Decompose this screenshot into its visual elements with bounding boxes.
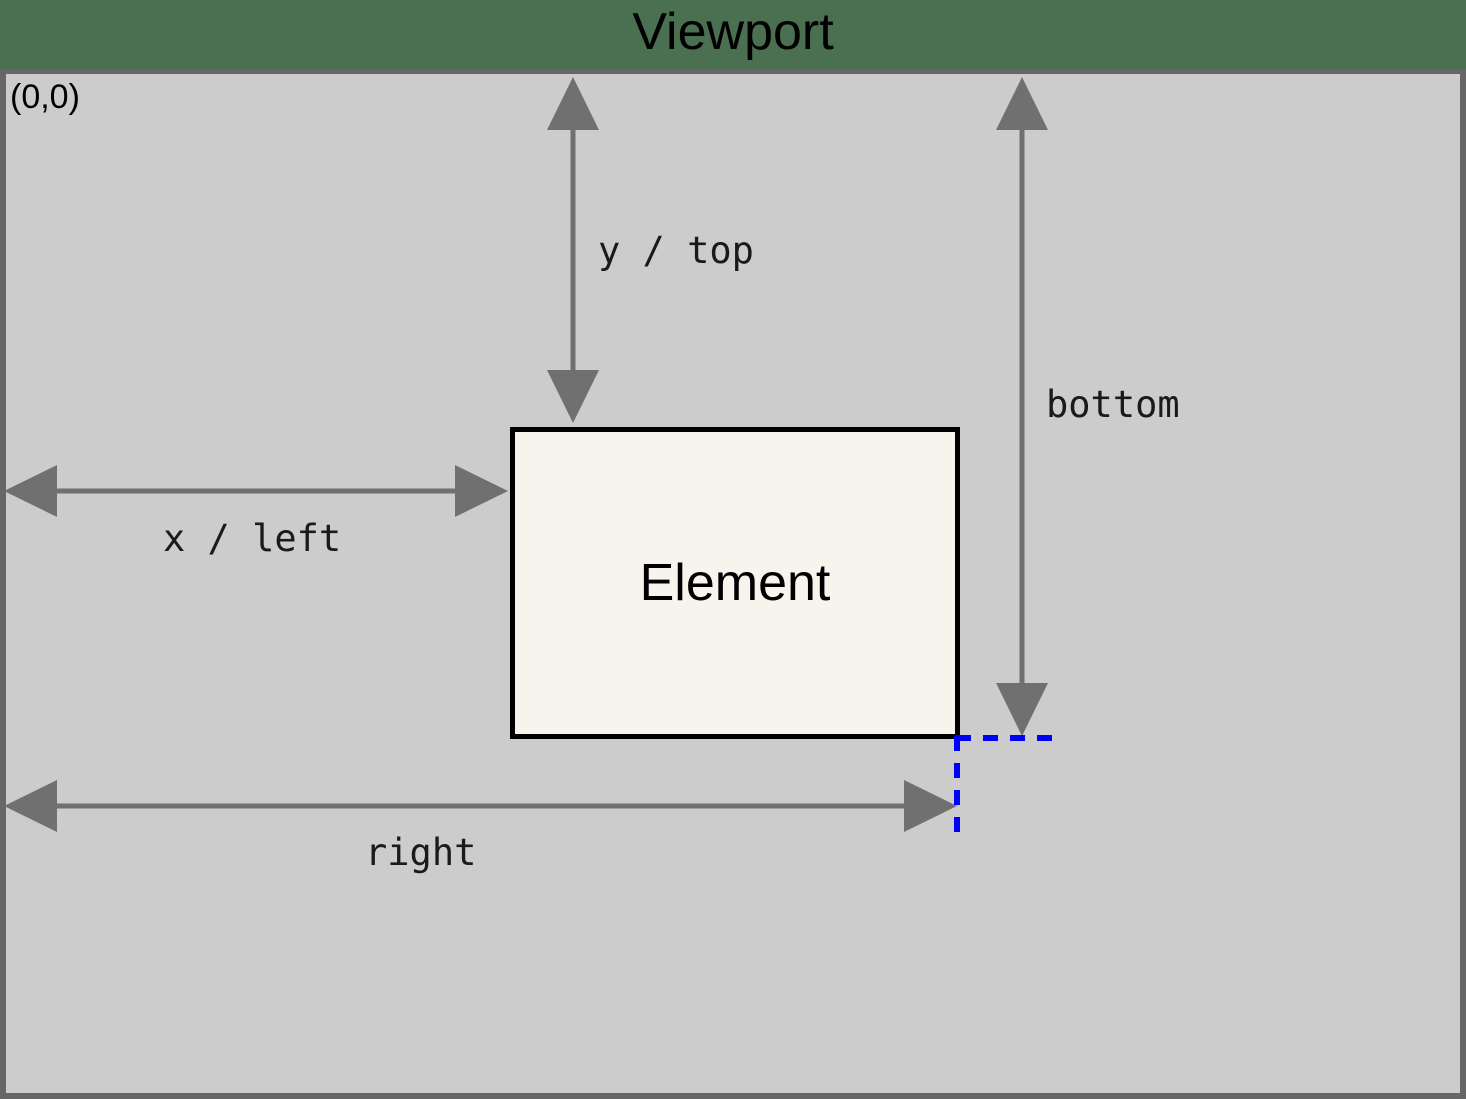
measure-label-bottom: bottom — [1046, 383, 1180, 426]
page-title: Viewport — [632, 3, 834, 61]
viewport-header-band: Viewport — [0, 0, 1466, 69]
element-label: Element — [639, 554, 831, 612]
measure-label-right: right — [365, 831, 477, 874]
measure-label-x-left: x / left — [163, 517, 342, 560]
measure-label-y-top: y / top — [598, 229, 754, 272]
element-box: Element — [510, 427, 960, 739]
origin-coordinate-label: (0,0) — [10, 78, 80, 116]
